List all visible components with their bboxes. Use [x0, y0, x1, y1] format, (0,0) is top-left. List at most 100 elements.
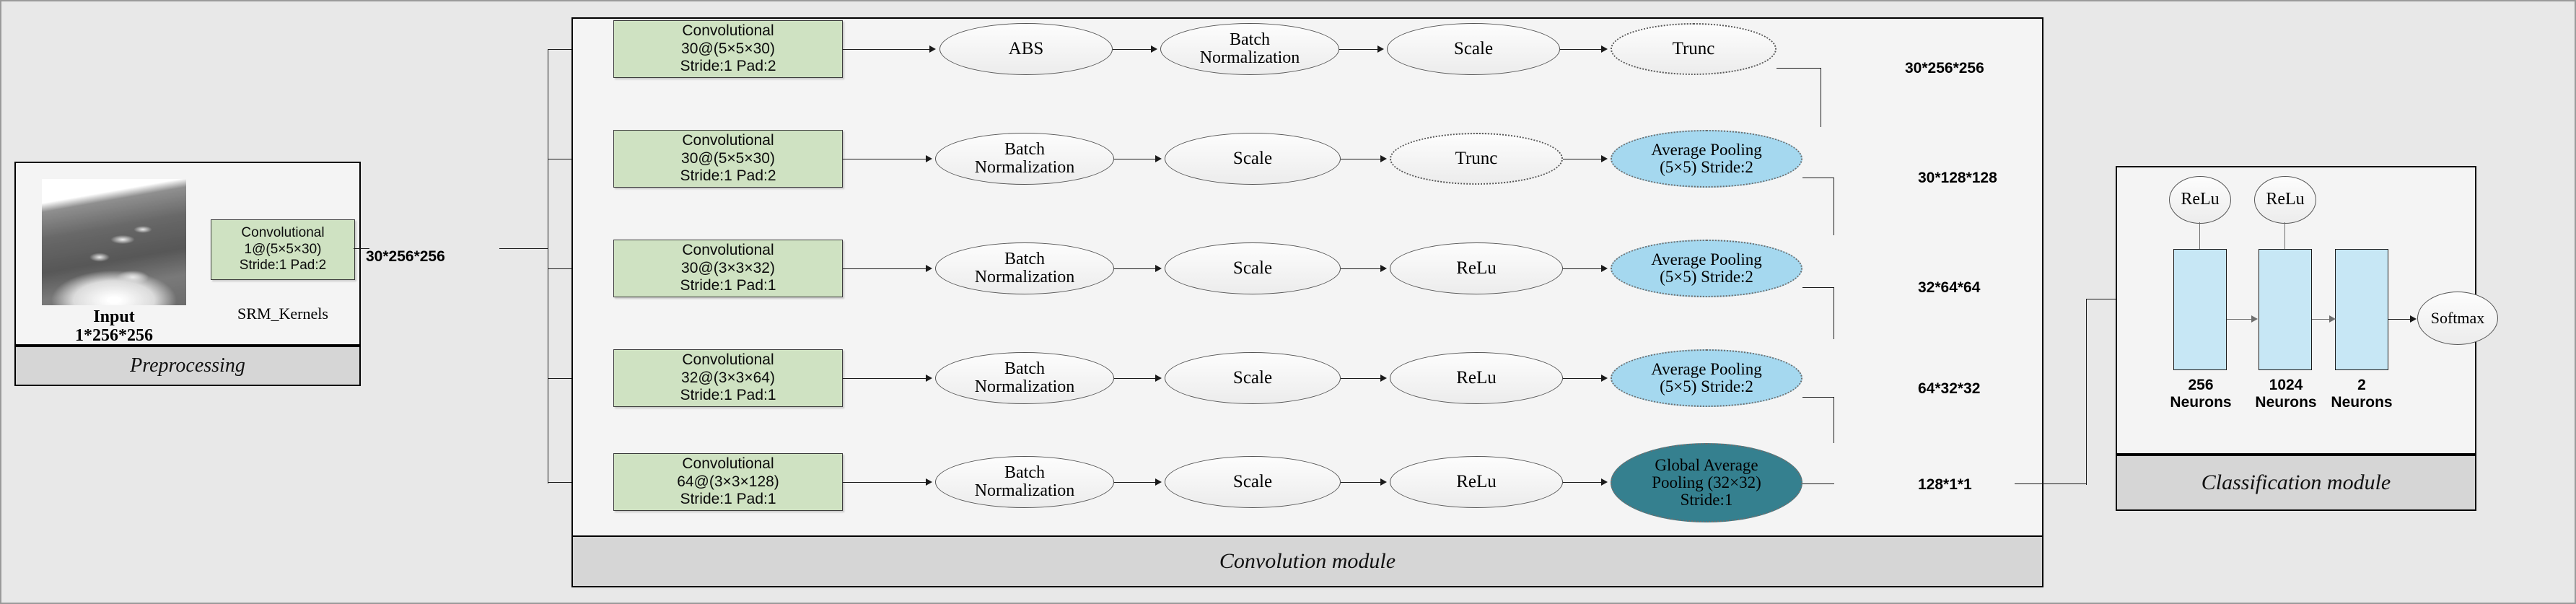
srm-conv-line2: 1@(5×5×30)	[244, 241, 322, 257]
output-dims-row1: 30*256*256	[1905, 60, 1984, 76]
stage-r4-pool-line1: Average Pooling	[1651, 359, 1762, 378]
arrow-r2-c	[1380, 155, 1387, 162]
arrow-r2-d	[1601, 155, 1608, 162]
stage-r4-relu-label: ReLu	[1456, 367, 1497, 388]
stage-r3-batchnorm: Batch Normalization	[935, 242, 1114, 294]
conn-r5-c	[1341, 482, 1384, 483]
stage-r2-batchnorm: Batch Normalization	[935, 133, 1114, 185]
fc-label-256: 256 Neurons	[2169, 377, 2233, 411]
conv-box-row2: Convolutional 30@(5×5×30) Stride:1 Pad:2	[613, 130, 843, 188]
stage-r2-bn-line2: Normalization	[974, 158, 1075, 177]
relu-node-2: ReLu	[2254, 176, 2316, 224]
conv-box-row4: Convolutional 32@(3×3×64) Stride:1 Pad:1	[613, 349, 843, 407]
conn-r1-out	[1777, 68, 1821, 69]
stage-r1-abs-label: ABS	[1008, 38, 1044, 58]
conn-bar2-bar3	[2312, 319, 2332, 320]
arrow-r4-c	[1380, 375, 1387, 382]
arrow-bar3-softmax	[2410, 315, 2417, 323]
fc-label-256-count: 256	[2188, 377, 2214, 393]
stage-r5-gpool-line3: Stride:1	[1680, 491, 1733, 509]
srm-conv-line3: Stride:1 Pad:2	[239, 258, 327, 273]
conv-row5-line1: Convolutional	[682, 455, 774, 472]
stage-r1-scale: Scale	[1387, 23, 1560, 75]
conn-r4-b	[1114, 378, 1159, 380]
conv-box-row1: Convolutional 30@(5×5×30) Stride:1 Pad:2	[613, 20, 843, 78]
preprocessing-output-dims: 30*256*256	[366, 248, 445, 265]
arrow-r1-a	[929, 45, 936, 53]
stage-r3-bn-line1: Batch	[1004, 249, 1045, 268]
arrow-r5-a	[926, 478, 932, 486]
arrow-r3-c	[1380, 265, 1387, 272]
arrow-r2-b	[1155, 155, 1162, 162]
stage-r3-scale: Scale	[1165, 242, 1341, 294]
arrow-r4-a	[926, 375, 932, 382]
fc-bar-1024	[2259, 249, 2312, 370]
stage-r4-scale-label: Scale	[1232, 367, 1273, 388]
stage-r1-trunc-label: Trunc	[1672, 38, 1715, 58]
conn-r5-d	[1563, 482, 1605, 483]
conv-row3-line3: Stride:1 Pad:1	[680, 277, 776, 294]
convolution-module-label: Convolution module	[1219, 549, 1396, 573]
conv-box-row5: Convolutional 64@(3×3×128) Stride:1 Pad:…	[613, 453, 843, 511]
stage-r2-bn-line1: Batch	[1004, 139, 1045, 159]
conn-r4-d	[1563, 378, 1605, 380]
srm-kernels-label: SRM_Kernels	[237, 305, 328, 323]
fc-bar-256	[2173, 249, 2227, 370]
conn-to-cls-v	[2086, 299, 2087, 485]
conn-r1-d	[1560, 49, 1605, 51]
stage-r2-pool-line2: (5×5) Stride:2	[1660, 158, 1753, 176]
classification-module-band: Classification module	[2116, 455, 2476, 511]
arrow-r3-b	[1155, 265, 1162, 272]
stage-r4-pool-line2: (5×5) Stride:2	[1660, 377, 1753, 395]
stage-r4-batchnorm: Batch Normalization	[935, 352, 1114, 404]
connector-prep-out	[354, 248, 369, 250]
conv-row1-line2: 30@(5×5×30)	[681, 40, 775, 57]
arrow-r5-c	[1380, 478, 1387, 486]
stage-r1-scale-label: Scale	[1453, 38, 1494, 58]
conv-row3-line2: 30@(3×3×32)	[681, 259, 775, 276]
conv-row2-line3: Stride:1 Pad:2	[680, 167, 776, 185]
arrow-r5-b	[1155, 478, 1162, 486]
arrow-r4-b	[1155, 375, 1162, 382]
input-dimensions-label: 1*256*256	[75, 326, 153, 345]
output-dims-row5: 128*1*1	[1918, 476, 1972, 493]
arrow-r2-a	[926, 155, 932, 162]
relu-node-1: ReLu	[2169, 176, 2231, 224]
stage-r4-avgpool: Average Pooling (5×5) Stride:2	[1611, 349, 1802, 407]
stage-r1-abs: ABS	[939, 23, 1113, 75]
stage-r5-gpool-line2: Pooling (32×32)	[1652, 473, 1761, 491]
fc-label-256-unit: Neurons	[2170, 394, 2232, 411]
stage-r3-pool-line1: Average Pooling	[1651, 250, 1762, 268]
conn-r3-c	[1341, 268, 1384, 270]
stage-r1-batchnorm: Batch Normalization	[1160, 23, 1339, 75]
conn-r1-b	[1113, 49, 1155, 51]
stage-r3-relu-label: ReLu	[1456, 258, 1497, 278]
conn-r1-a	[843, 49, 933, 51]
preprocessing-module-label: Preprocessing	[130, 354, 245, 377]
stage-r1-bn-line2: Normalization	[1199, 48, 1300, 67]
conv-row5-line2: 64@(3×3×128)	[677, 473, 779, 490]
conv-row2-line2: 30@(5×5×30)	[681, 149, 775, 167]
arrow-r3-a	[926, 265, 932, 272]
conv-row4-line3: Stride:1 Pad:1	[680, 387, 776, 404]
stage-r5-gpool-line1: Global Average	[1655, 455, 1758, 474]
conv-row1-line3: Stride:1 Pad:2	[680, 58, 776, 75]
arrow-r5-d	[1601, 478, 1608, 486]
conn-r3-d	[1563, 268, 1605, 270]
arrow-r4-d	[1601, 375, 1608, 382]
stage-r4-bn-line1: Batch	[1004, 359, 1045, 378]
conv-row4-line2: 32@(3×3×64)	[681, 369, 775, 386]
output-dims-row2: 30*128*128	[1918, 170, 1997, 186]
conn-r3-out	[1802, 287, 1834, 289]
fc-bar-2	[2335, 249, 2388, 370]
preprocessing-panel: Input 1*256*256 Convolutional 1@(5×5×30)…	[14, 162, 361, 346]
output-dims-row3: 32*64*64	[1918, 279, 1981, 296]
relu-2-stem	[2284, 222, 2286, 250]
conn-to-cls-h1	[2015, 483, 2087, 485]
conn-r4-a	[843, 378, 929, 380]
conv-row1-line1: Convolutional	[682, 22, 774, 39]
fc-label-1024-unit: Neurons	[2255, 394, 2317, 411]
conn-r3-a	[843, 268, 929, 270]
conn-r1-c	[1339, 49, 1381, 51]
arrow-r3-d	[1601, 265, 1608, 272]
